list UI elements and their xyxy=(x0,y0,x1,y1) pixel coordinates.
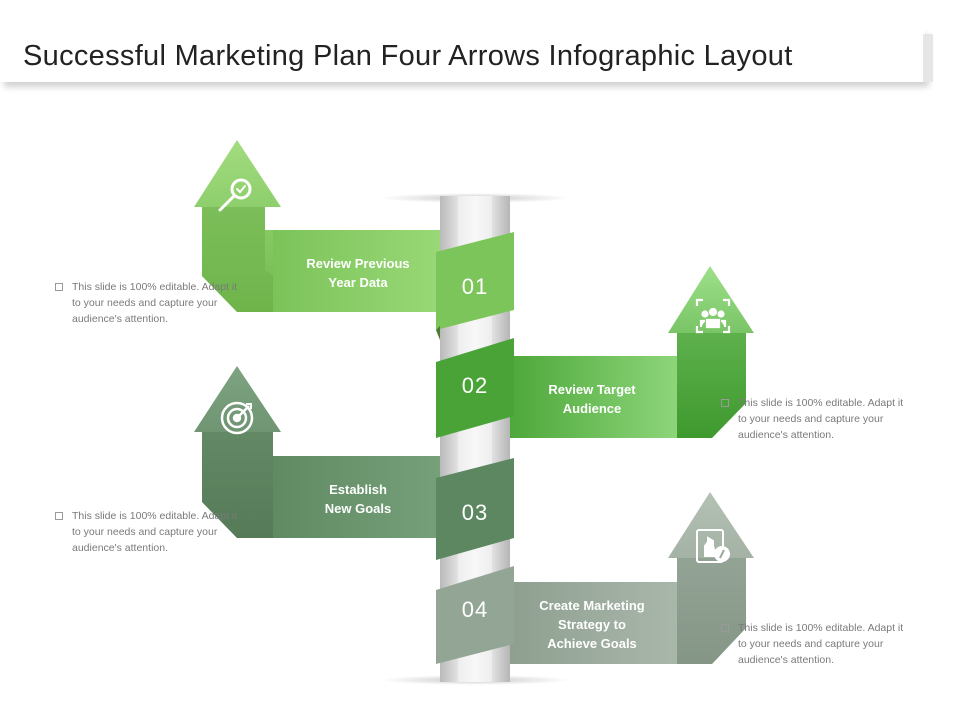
arrow-step-04 xyxy=(510,492,754,664)
strategy-notebook-icon xyxy=(696,529,730,563)
arrow-step-01 xyxy=(194,140,440,312)
title-bar: Successful Marketing Plan Four Arrows In… xyxy=(0,30,933,82)
note-step-02: This slide is 100% editable. Adapt it to… xyxy=(721,395,908,443)
magnifier-check-icon xyxy=(218,178,252,212)
arrow-02-fold xyxy=(677,333,746,438)
bullet-icon xyxy=(721,399,729,407)
note-step-03: This slide is 100% editable. Adapt it to… xyxy=(55,508,242,556)
bullet-icon xyxy=(721,624,729,632)
bullet-icon xyxy=(55,512,63,520)
arrow-04-fold xyxy=(677,558,746,664)
note-text: This slide is 100% editable. Adapt it to… xyxy=(738,622,904,666)
wrap-fold-01 xyxy=(436,326,440,340)
arrow-step-02 xyxy=(510,266,754,438)
step-04-label: Create Marketing Strategy to Achieve Goa… xyxy=(539,598,645,651)
note-text: This slide is 100% editable. Adapt it to… xyxy=(72,510,238,554)
wrap-band-03 xyxy=(436,458,514,560)
step-02-number: 02 xyxy=(461,373,489,398)
arrow-01-band xyxy=(273,230,440,312)
step-04-number: 04 xyxy=(461,597,489,622)
wrap-band-04 xyxy=(436,566,514,664)
arrow-03-fold xyxy=(202,432,273,538)
step-03-label: Establish New Goals xyxy=(324,482,392,516)
arrow-02-band xyxy=(510,356,677,438)
note-step-04: This slide is 100% editable. Adapt it to… xyxy=(721,620,908,668)
note-text: This slide is 100% editable. Adapt it to… xyxy=(738,397,904,441)
step-02-label: Review Target Audience xyxy=(548,382,636,416)
target-icon xyxy=(220,401,254,435)
step-01-label: Review Previous Year Data xyxy=(306,256,410,290)
bullet-icon xyxy=(55,283,63,291)
page-title: Successful Marketing Plan Four Arrows In… xyxy=(23,40,793,72)
step-01-number: 01 xyxy=(461,274,489,299)
note-step-01: This slide is 100% editable. Adapt it to… xyxy=(55,279,242,327)
wrap-band-02 xyxy=(436,338,514,438)
arrow-01-fold xyxy=(202,207,273,312)
wrap-band-01 xyxy=(436,232,514,330)
arrow-03-band xyxy=(273,456,440,538)
arrow-step-03 xyxy=(194,366,440,538)
audience-focus-icon xyxy=(695,298,731,334)
note-text: This slide is 100% editable. Adapt it to… xyxy=(72,281,238,325)
step-03-number: 03 xyxy=(461,500,489,525)
arrow-04-band xyxy=(510,582,677,664)
